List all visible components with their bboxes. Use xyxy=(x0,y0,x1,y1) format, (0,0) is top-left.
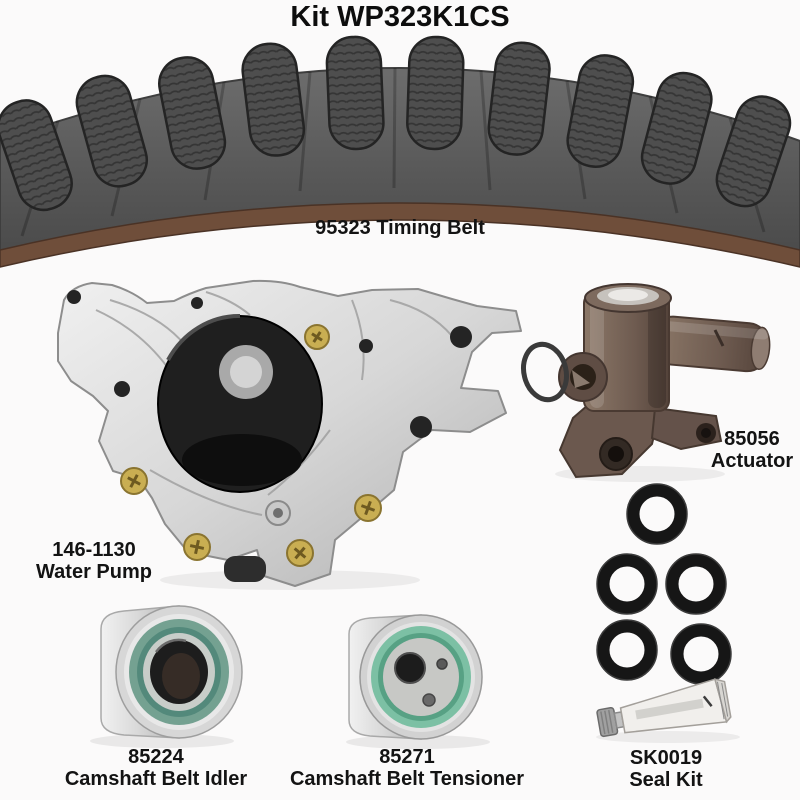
seal-kit-name: Seal Kit xyxy=(629,769,703,791)
o-rings xyxy=(596,483,732,685)
belt-backing xyxy=(0,202,800,268)
tensioner-label: 85271 Camshaft Belt Tensioner xyxy=(290,746,524,790)
idler-label: 85224 Camshaft Belt Idler xyxy=(65,746,247,790)
kit-title: Kit WP323K1CS xyxy=(290,1,510,33)
belt-teeth xyxy=(0,35,792,212)
idler-pulley-photo xyxy=(90,605,243,748)
idler-name: Camshaft Belt Idler xyxy=(64,768,248,790)
seal-kit-photo xyxy=(596,483,740,743)
timing-belt-label: 95323 Timing Belt xyxy=(315,217,485,239)
tensioner-name: Camshaft Belt Tensioner xyxy=(289,768,525,790)
actuator-name: Actuator xyxy=(710,450,794,472)
timing-belt-part-number: 95323 xyxy=(315,217,371,239)
seal-kit-part-number: SK0019 xyxy=(629,747,703,769)
gold-screws xyxy=(120,324,382,567)
tensioner-pulley-photo xyxy=(346,614,490,749)
seal-kit-label: SK0019 Seal Kit xyxy=(629,747,702,791)
water-pump-part-number: 146-1130 xyxy=(52,539,136,561)
actuator-photo xyxy=(521,283,771,482)
timing-belt-photo xyxy=(0,35,800,268)
tensioner-part-number: 85271 xyxy=(379,746,435,768)
pump-snout-port xyxy=(224,556,266,582)
water-pump-label: 146-1130 Water Pump xyxy=(36,539,152,583)
pump-pulley xyxy=(157,313,323,493)
water-pump-name: Water Pump xyxy=(36,561,152,583)
actuator-label: 85056 Actuator xyxy=(711,428,793,472)
water-pump-photo xyxy=(57,279,522,590)
sealant-tube xyxy=(596,678,732,738)
actuator-part-number: 85056 xyxy=(724,428,780,450)
bolt-holes xyxy=(67,290,472,438)
idler-part-number: 85224 xyxy=(128,746,184,768)
actuator-pin-ring xyxy=(521,341,569,403)
timing-belt-name: Timing Belt xyxy=(376,217,485,239)
